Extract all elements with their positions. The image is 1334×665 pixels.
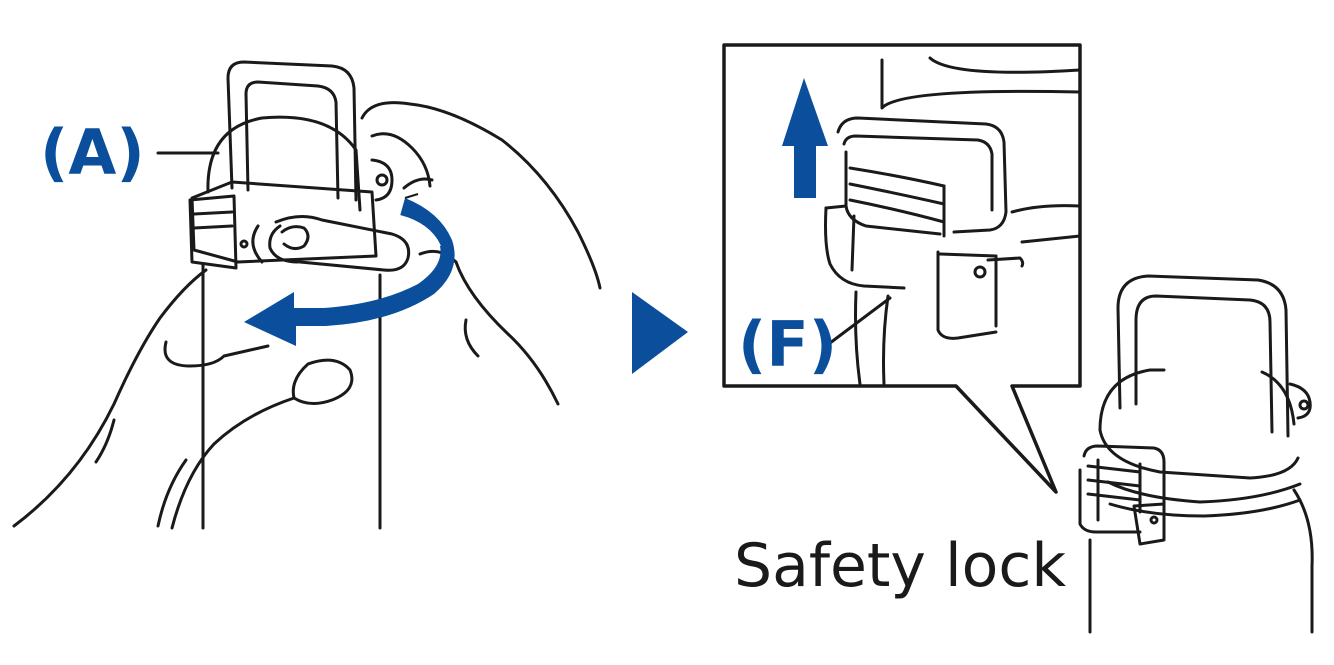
- upper-hand: [251, 101, 602, 406]
- counterclockwise-arrow-icon: [244, 193, 455, 346]
- zoom-lock-part: [824, 116, 1008, 340]
- lock-right: [1078, 444, 1166, 546]
- safety-lock-caption: Safety lock: [734, 531, 1067, 601]
- bottle-right: [1088, 488, 1314, 634]
- lock-part-label: (F): [738, 308, 838, 381]
- leader-line-f: [828, 296, 892, 345]
- cap-left: [188, 60, 394, 270]
- zoom-callout: [722, 43, 1082, 494]
- lower-hand: [12, 268, 480, 530]
- play-triangle-icon: [632, 292, 688, 374]
- zoom-bottle: [854, 56, 1082, 386]
- cap-part-label: (A): [40, 116, 145, 189]
- cap-right: [1096, 274, 1312, 522]
- up-arrow-icon: [782, 78, 828, 198]
